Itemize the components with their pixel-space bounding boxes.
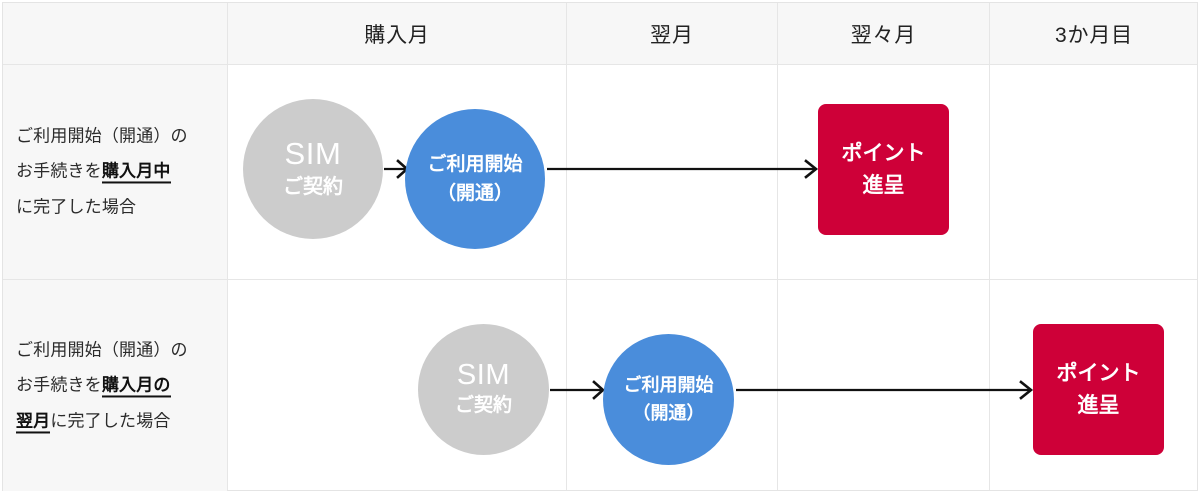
condition-text-row-2: ご利用開始（開通）の お手続きを購入月の 翌月に完了した場合 (16, 332, 217, 439)
header-cell-next-month: 翌月 (650, 23, 694, 47)
node-sim-contract-row-1-line-1: SIM (284, 136, 342, 172)
condition-cell-row-2: ご利用開始（開通）の お手続きを購入月の 翌月に完了した場合 (3, 280, 227, 491)
node-sim-contract-row-1: SIM ご契約 (243, 99, 383, 239)
grid-line-col-4 (989, 3, 990, 490)
node-points-granted-row-1-line-2: 進呈 (862, 173, 905, 197)
header-cell-condition (3, 3, 227, 64)
node-sim-contract-row-1-line-2: ご契約 (283, 175, 343, 198)
condition-cell-row-1: ご利用開始（開通）の お手続きを購入月中 に完了した場合 (3, 64, 227, 279)
grid-line-row-divider (3, 279, 1197, 280)
node-points-granted-row-2: ポイント 進呈 (1033, 324, 1164, 455)
grid-line-col-3 (777, 3, 778, 490)
grid-line-col-2 (566, 3, 567, 490)
node-activation-row-1: ご利用開始 （開通） (405, 109, 545, 249)
node-sim-contract-row-2: SIM ご契約 (418, 324, 549, 455)
condition-text-row-1: ご利用開始（開通）の お手続きを購入月中 に完了した場合 (16, 118, 217, 225)
condition-row-2-line-1: ご利用開始（開通）の (16, 339, 188, 359)
node-activation-row-2-line-1: ご利用開始 (623, 374, 714, 395)
arrow-activation-to-points-row-2 (736, 379, 1034, 401)
node-points-granted-row-2-line-2: 進呈 (1077, 393, 1120, 417)
condition-row-2-emphasis-a: 購入月の (101, 375, 171, 398)
node-sim-contract-row-2-line-1: SIM (456, 358, 511, 391)
header-cell-month-after-next: 翌々月 (850, 23, 917, 47)
arrow-activation-to-points-row-1 (547, 158, 819, 180)
node-sim-contract-row-2-line-2: ご契約 (454, 394, 512, 416)
node-activation-row-2-line-2: （開通） (632, 402, 705, 423)
condition-row-1-line-2-prefix: お手続きを (16, 161, 102, 181)
table-header-row (3, 3, 1197, 64)
grid-line-col-1 (227, 3, 228, 490)
node-points-granted-row-1: ポイント 進呈 (818, 104, 949, 235)
condition-row-2-emphasis-b: 翌月 (16, 411, 51, 434)
node-activation-row-2: ご利用開始 （開通） (603, 334, 734, 465)
condition-row-2-line-3-suffix: に完了した場合 (50, 411, 171, 431)
header-cell-purchase-month: 購入月 (364, 23, 430, 47)
condition-row-2-line-2-prefix: お手続きを (16, 375, 102, 395)
node-points-granted-row-2-line-1: ポイント (1056, 362, 1141, 385)
node-points-granted-row-1-line-1: ポイント (841, 142, 926, 165)
node-activation-row-1-line-2: （開通） (436, 183, 513, 204)
arrow-sim-to-activation-row-2 (550, 379, 606, 401)
condition-row-1-line-3: に完了した場合 (16, 197, 137, 217)
condition-row-1-emphasis: 購入月中 (101, 161, 171, 184)
grid-line-header-bottom (3, 64, 1197, 65)
node-activation-row-1-line-1: ご利用開始 (427, 153, 523, 175)
condition-row-1-line-1: ご利用開始（開通）の (16, 125, 188, 145)
header-cell-third-month: 3か月目 (1054, 23, 1134, 47)
